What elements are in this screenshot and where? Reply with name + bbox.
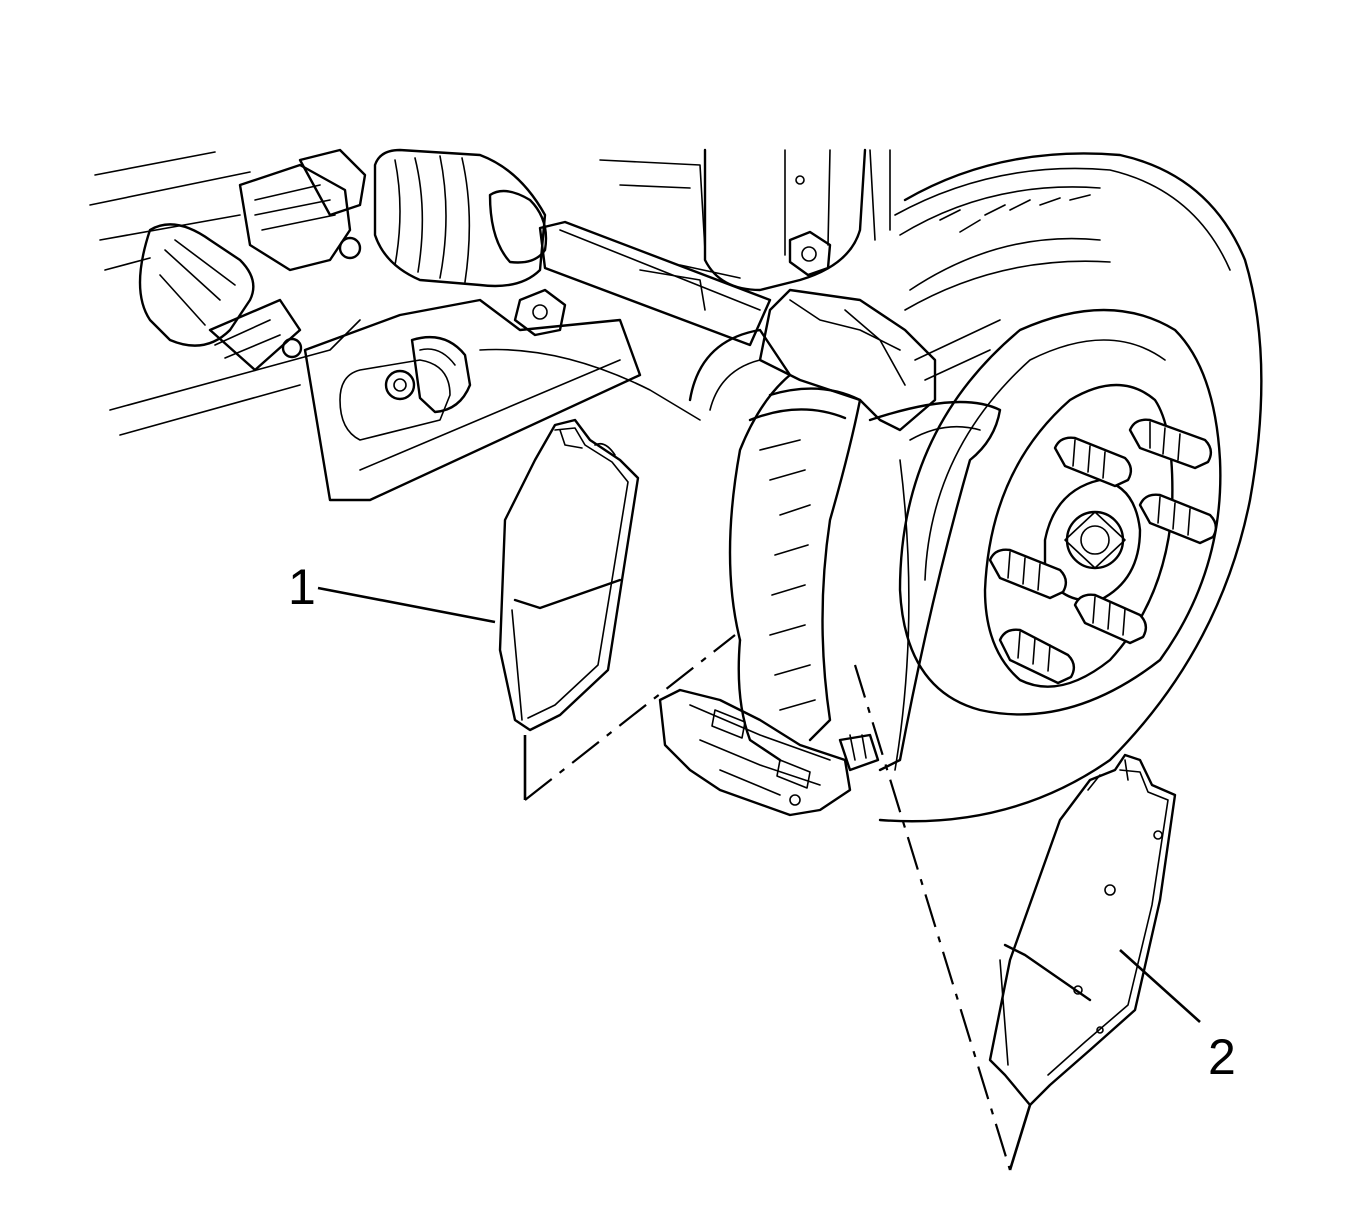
assembly-guide-lines — [523, 634, 1032, 1171]
leader-line-1 — [317, 586, 496, 624]
brake-pad-outer — [988, 753, 1177, 1107]
callout-label-2: 2 — [1208, 1029, 1236, 1085]
brake-rotor — [878, 152, 1263, 823]
brake-pad-inner — [498, 418, 640, 732]
callout-1: 1 — [288, 559, 496, 624]
leader-line-2 — [1119, 949, 1201, 1023]
wheel-studs — [988, 418, 1218, 685]
caliper-bracket — [658, 288, 1002, 817]
callout-label-1: 1 — [288, 559, 316, 615]
callout-2: 2 — [1119, 949, 1236, 1085]
suspension-background — [89, 148, 891, 502]
